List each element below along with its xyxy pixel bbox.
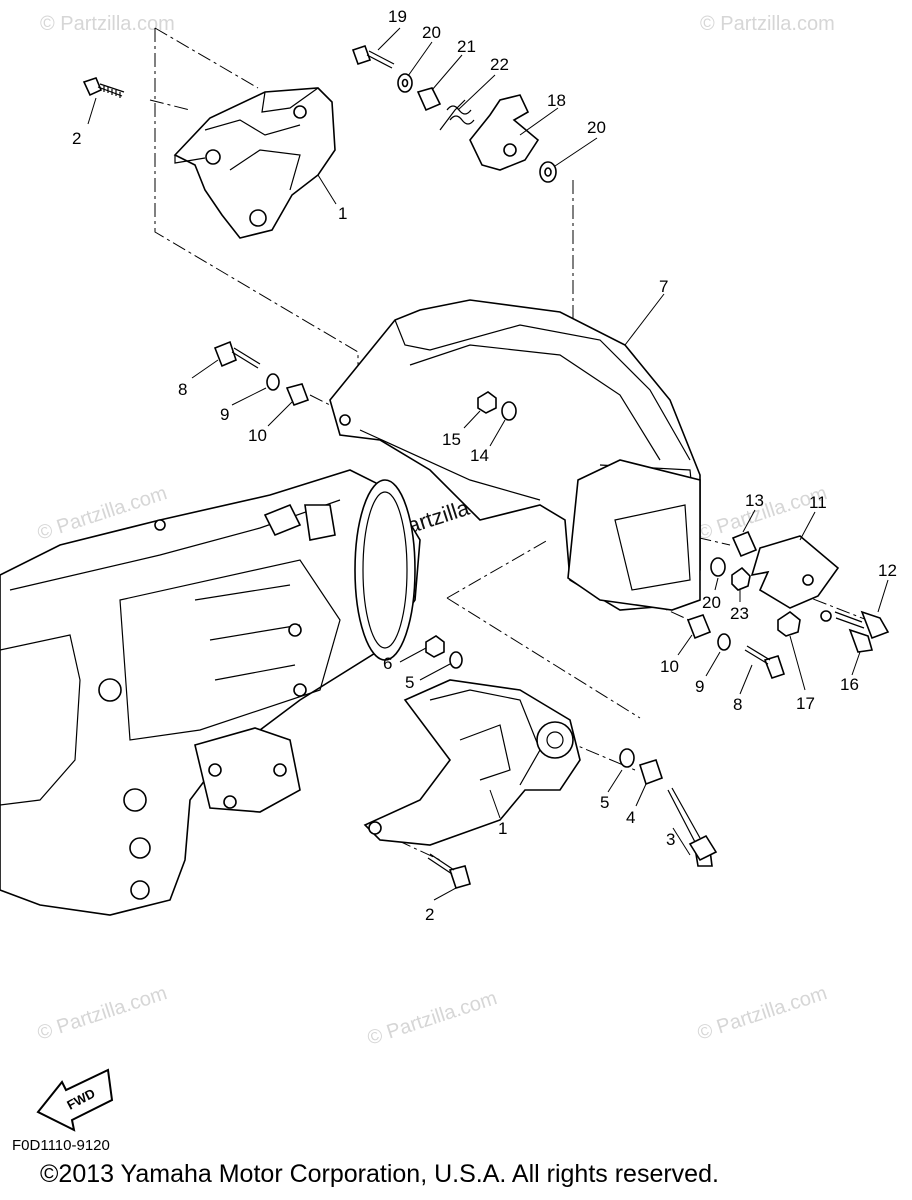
callout-21: 21 (457, 37, 476, 56)
upper-engine-mount-bracket (173, 87, 336, 239)
callout-6: 6 (383, 654, 392, 673)
callout-20: 20 (587, 118, 606, 137)
callout-3: 3 (666, 830, 675, 849)
watermark: © Partzilla.com (40, 13, 175, 35)
fwd-arrow-icon: FWD (36, 1068, 114, 1132)
engine-intake-housing (0, 469, 421, 916)
callout-5: 5 (600, 793, 609, 812)
callout-2: 2 (425, 905, 434, 924)
callout-23: 23 (730, 604, 749, 623)
leader-lines (87, 27, 889, 901)
callout-16: 16 (840, 675, 859, 694)
mid-hardware-14-15 (477, 391, 517, 421)
watermark: © Partzilla.com (365, 987, 500, 1050)
callout-5: 5 (405, 673, 414, 692)
upper-hardware (351, 44, 557, 183)
callout-4: 4 (626, 808, 635, 827)
callout-9: 9 (220, 405, 229, 424)
lower-hardware-5-6 (425, 635, 463, 669)
callout-1: 1 (338, 204, 347, 223)
callout-7: 7 (659, 277, 668, 296)
callout-20: 20 (702, 593, 721, 612)
callout-22: 22 (490, 55, 509, 74)
callout-2: 2 (72, 129, 81, 148)
watermark: © Partzilla.com (695, 982, 830, 1045)
lower-engine-mount-bracket (363, 679, 581, 846)
callout-8: 8 (733, 695, 742, 714)
copyright-notice: ©2013 Yamaha Motor Corporation, U.S.A. A… (40, 1160, 719, 1188)
callout-12: 12 (878, 561, 897, 580)
callout-19: 19 (388, 7, 407, 26)
bolt-part-2-upper (82, 77, 125, 98)
callout-1: 1 (498, 819, 507, 838)
callout-labels: 19 20 21 22 18 20 2 1 7 8 9 10 15 14 13 … (72, 7, 897, 924)
bolt-part-2-lower (427, 853, 471, 889)
callout-10: 10 (660, 657, 679, 676)
jet-pump-housing-part-7 (329, 299, 701, 611)
callout-9: 9 (695, 677, 704, 696)
watermark: © Partzilla.com (700, 13, 835, 35)
right-hardware (686, 530, 890, 679)
callout-18: 18 (547, 91, 566, 110)
callout-13: 13 (745, 491, 764, 510)
callout-10: 10 (248, 426, 267, 445)
callout-14: 14 (470, 446, 489, 465)
watermark: © Partzilla.com (35, 982, 170, 1045)
callout-15: 15 (442, 430, 461, 449)
callout-20: 20 (422, 23, 441, 42)
diagram-reference-code: F0D1110-9120 (12, 1137, 110, 1154)
callout-17: 17 (796, 694, 815, 713)
left-hardware (213, 340, 310, 407)
callout-11: 11 (809, 493, 827, 512)
callout-8: 8 (178, 380, 187, 399)
lower-hardware-3-4-5 (619, 748, 718, 867)
